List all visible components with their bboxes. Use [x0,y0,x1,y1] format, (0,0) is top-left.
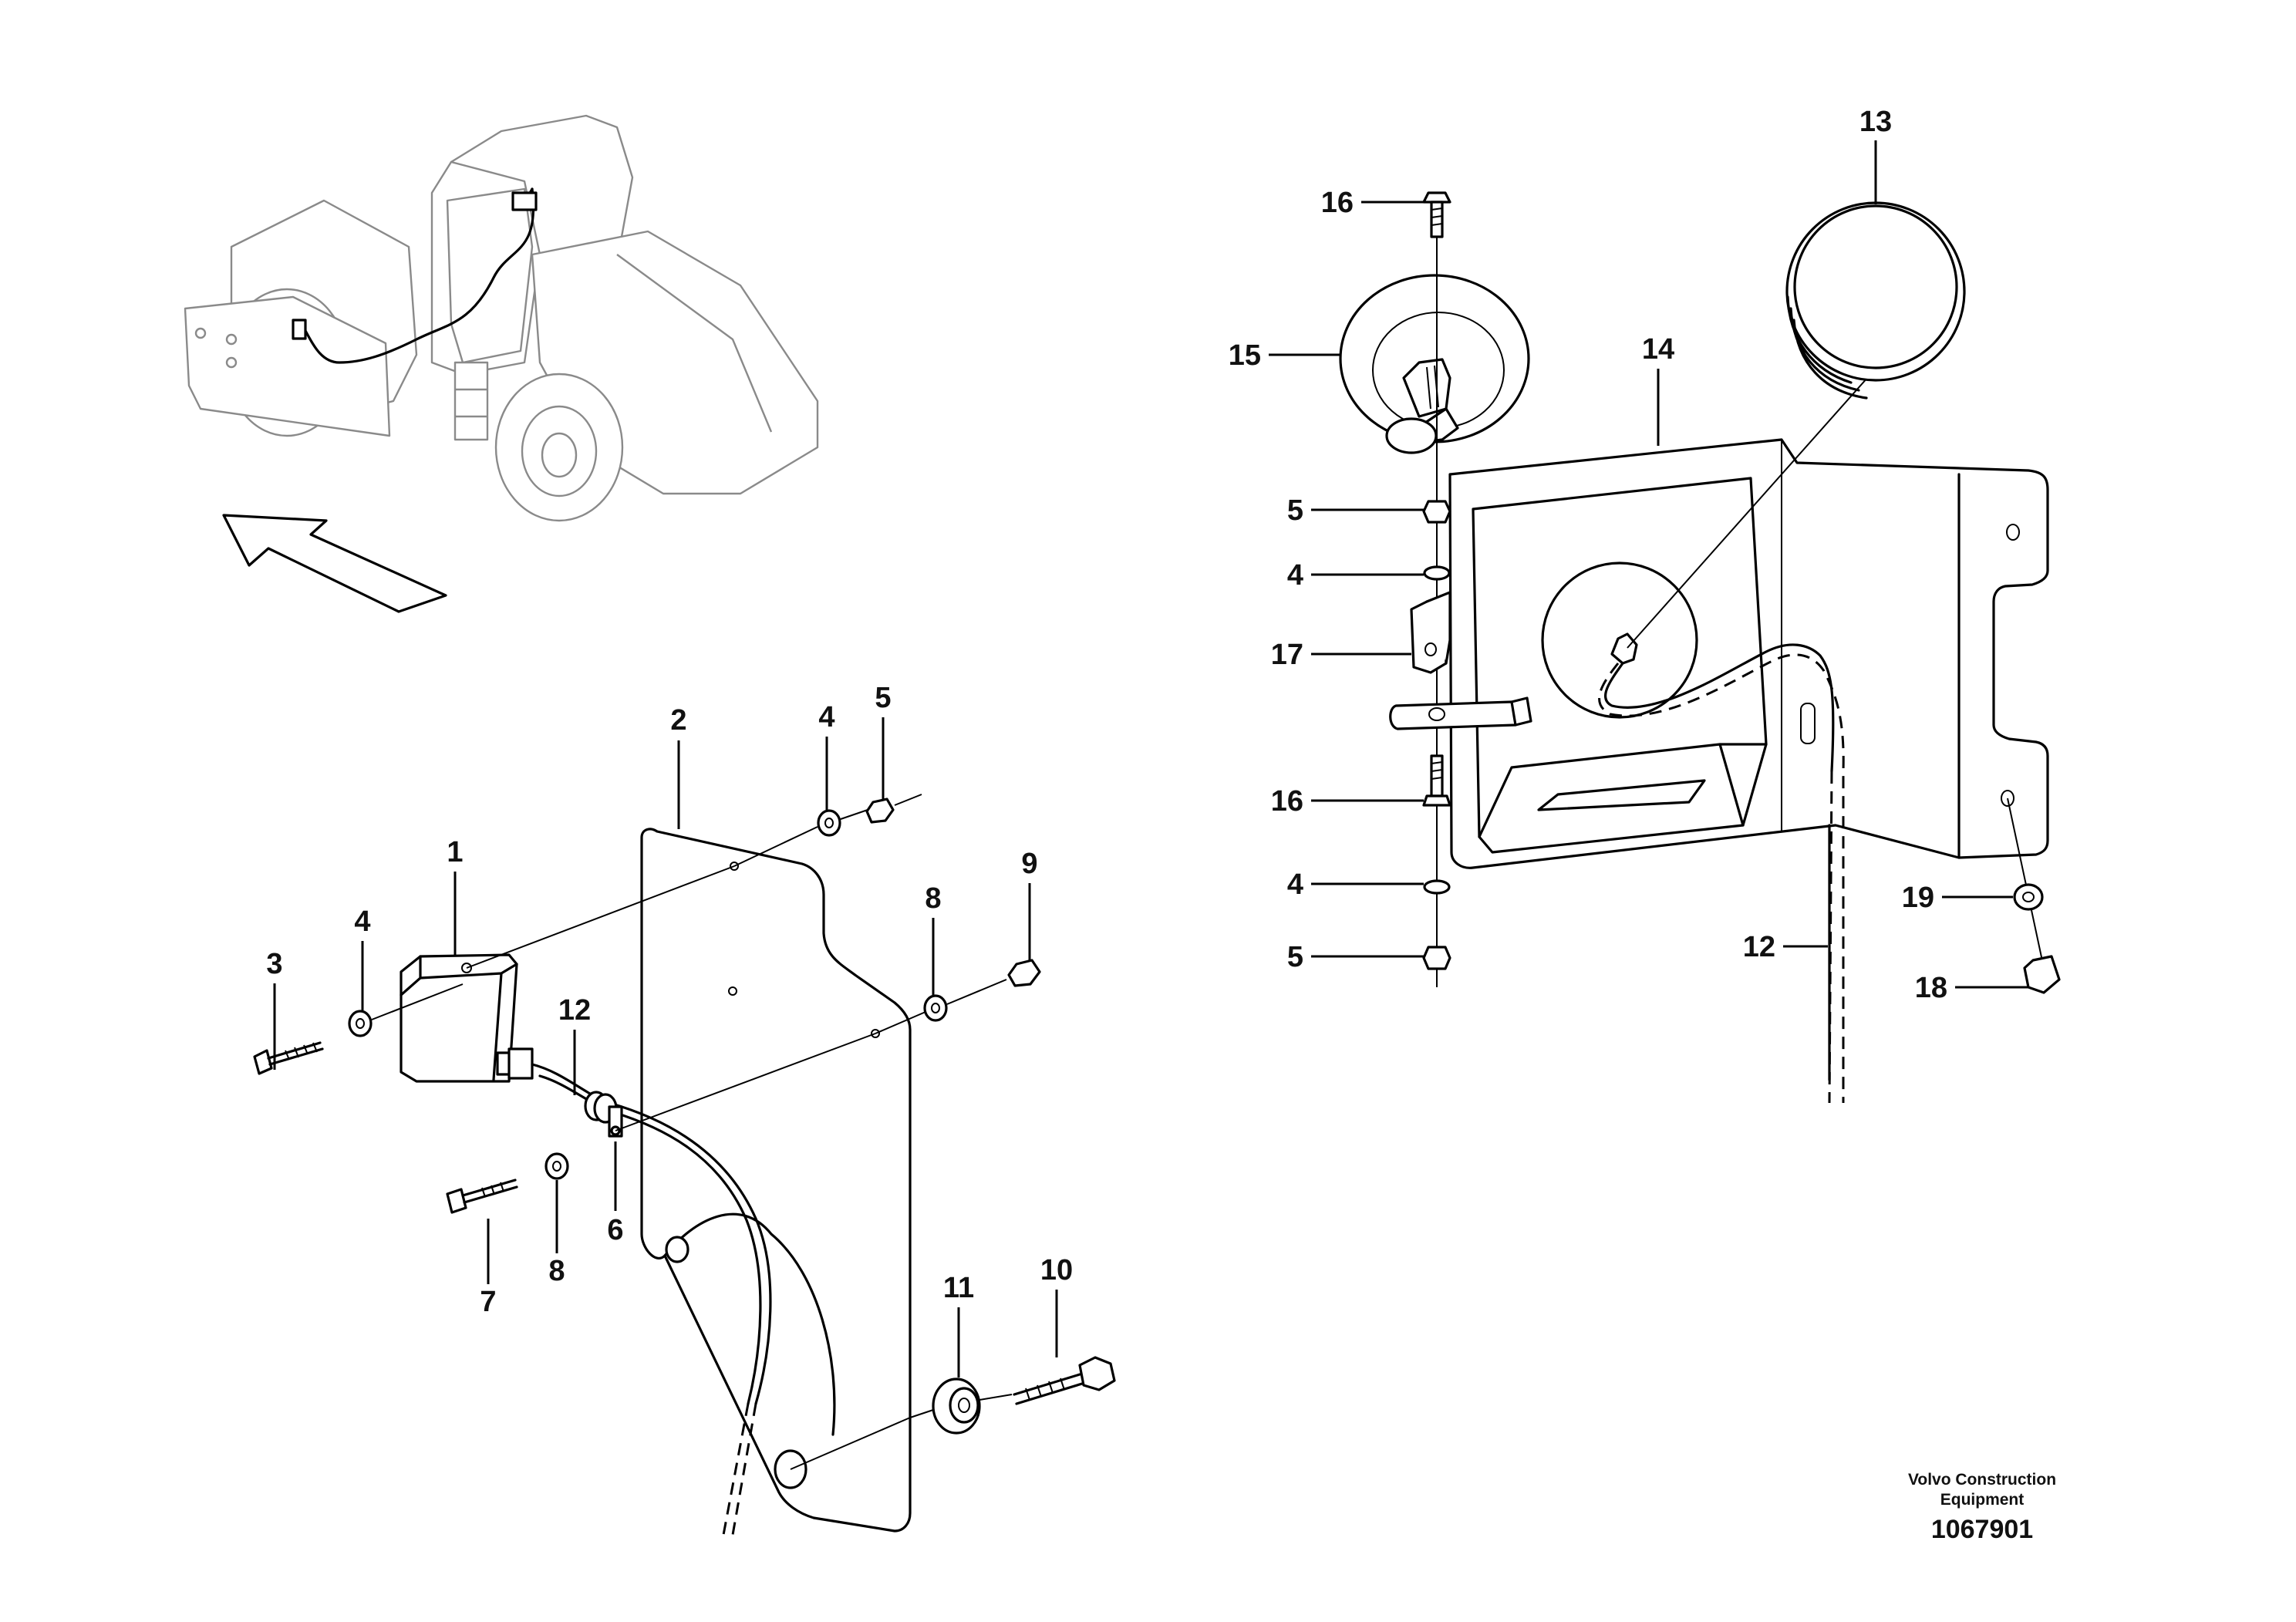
callout-4: 4 [1287,868,1303,901]
callout-1: 1 [447,836,463,868]
callout-8: 8 [925,882,941,915]
callout-8: 8 [548,1255,565,1287]
right-mirror-assembly [1339,191,2061,1104]
callout-16: 16 [1271,785,1303,818]
drawing-number: 1067901 [1930,1515,2034,1544]
callout-19: 19 [1902,882,1934,914]
callout-labels: 1 2 3 4 4 5 6 7 8 8 9 10 11 12 13 14 15 … [266,106,1947,1318]
callout-14: 14 [1642,333,1674,366]
drawing-footer: Volvo Construction Equipment 1067901 [1866,1470,2098,1545]
callout-16: 16 [1321,187,1354,219]
callout-10: 10 [1040,1254,1073,1286]
callout-17: 17 [1271,639,1303,671]
callout-4: 4 [1287,559,1303,592]
callout-15: 15 [1229,339,1261,372]
callout-11: 11 [943,1272,974,1304]
callout-3: 3 [266,948,282,980]
callout-5: 5 [875,682,891,714]
callout-7: 7 [480,1286,496,1318]
roller-overview-illustration [184,114,819,522]
direction-arrow [222,514,447,613]
left-bracket-assembly [253,794,1116,1536]
callout-5: 5 [1287,494,1303,527]
leader-lines [273,140,2028,1378]
callout-2: 2 [670,704,686,737]
callout-12: 12 [1743,931,1775,963]
callout-5: 5 [1287,941,1303,973]
brand-line-2: Equipment [1940,1491,2025,1509]
callout-6: 6 [607,1214,623,1246]
brand-line-1: Volvo Construction [1907,1471,2057,1489]
callout-13: 13 [1859,106,1892,138]
callout-9: 9 [1021,848,1037,880]
callout-18: 18 [1915,972,1947,1004]
callout-12: 12 [558,994,591,1027]
callout-4: 4 [818,701,834,733]
callout-4: 4 [354,905,370,938]
